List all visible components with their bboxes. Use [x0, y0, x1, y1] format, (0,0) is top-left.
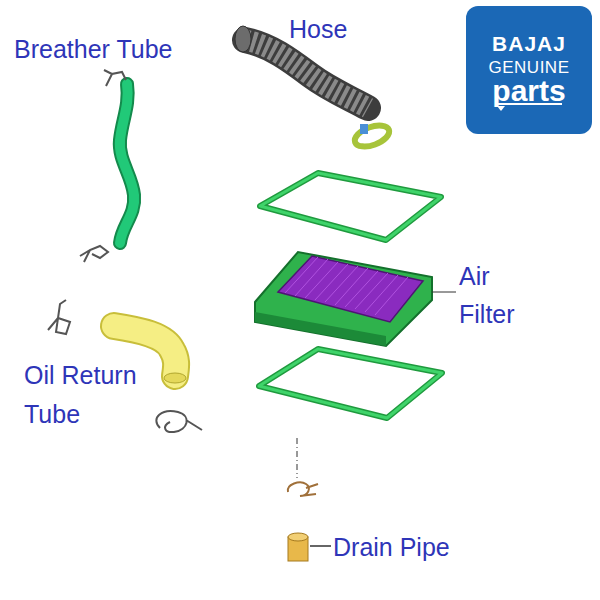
hose-outline: [245, 40, 368, 108]
filter-element: [278, 256, 423, 322]
breather-tube: [80, 70, 134, 262]
intake-hose: [235, 26, 392, 151]
leader-line: [432, 292, 456, 293]
logo-text: parts: [466, 74, 592, 108]
assembly-line: [297, 438, 298, 478]
drain-clamp: [288, 482, 318, 496]
logo-badge: BAJAJGENUINEparts: [466, 6, 592, 134]
part-label: Drain Pipe: [333, 532, 483, 562]
pipe-end: [288, 533, 308, 541]
air-filter: [255, 252, 456, 346]
tube-clip: [104, 70, 126, 86]
part-label: Hose: [289, 14, 369, 44]
tube-clip: [48, 300, 70, 334]
filter-frame: [255, 252, 432, 346]
filter-gasket: [260, 173, 441, 240]
filter-pleats: [285, 257, 408, 315]
tube-end: [164, 373, 186, 383]
filter-side: [255, 312, 386, 346]
part-label: Breather Tube: [14, 34, 224, 64]
filter-gasket: [259, 349, 442, 418]
hose-end: [235, 26, 251, 52]
hose-clamp: [352, 121, 392, 150]
clamp-screw: [360, 124, 368, 134]
filter-gasket: [259, 349, 442, 418]
hose-corrugation: [245, 40, 368, 108]
tube-clip: [80, 246, 108, 262]
logo-underline: [497, 103, 562, 105]
filter-gasket: [260, 173, 441, 240]
logo-text: BAJAJ: [466, 32, 592, 56]
logo-arrow: [497, 106, 505, 111]
drain-pipe: [288, 533, 331, 561]
tube-outline: [120, 84, 134, 243]
part-label: Air Filter: [459, 257, 533, 333]
leader-line: [310, 545, 331, 547]
part-label: Oil Return Tube: [24, 356, 174, 434]
tube-body: [120, 84, 134, 243]
tube-clip: [156, 411, 202, 432]
